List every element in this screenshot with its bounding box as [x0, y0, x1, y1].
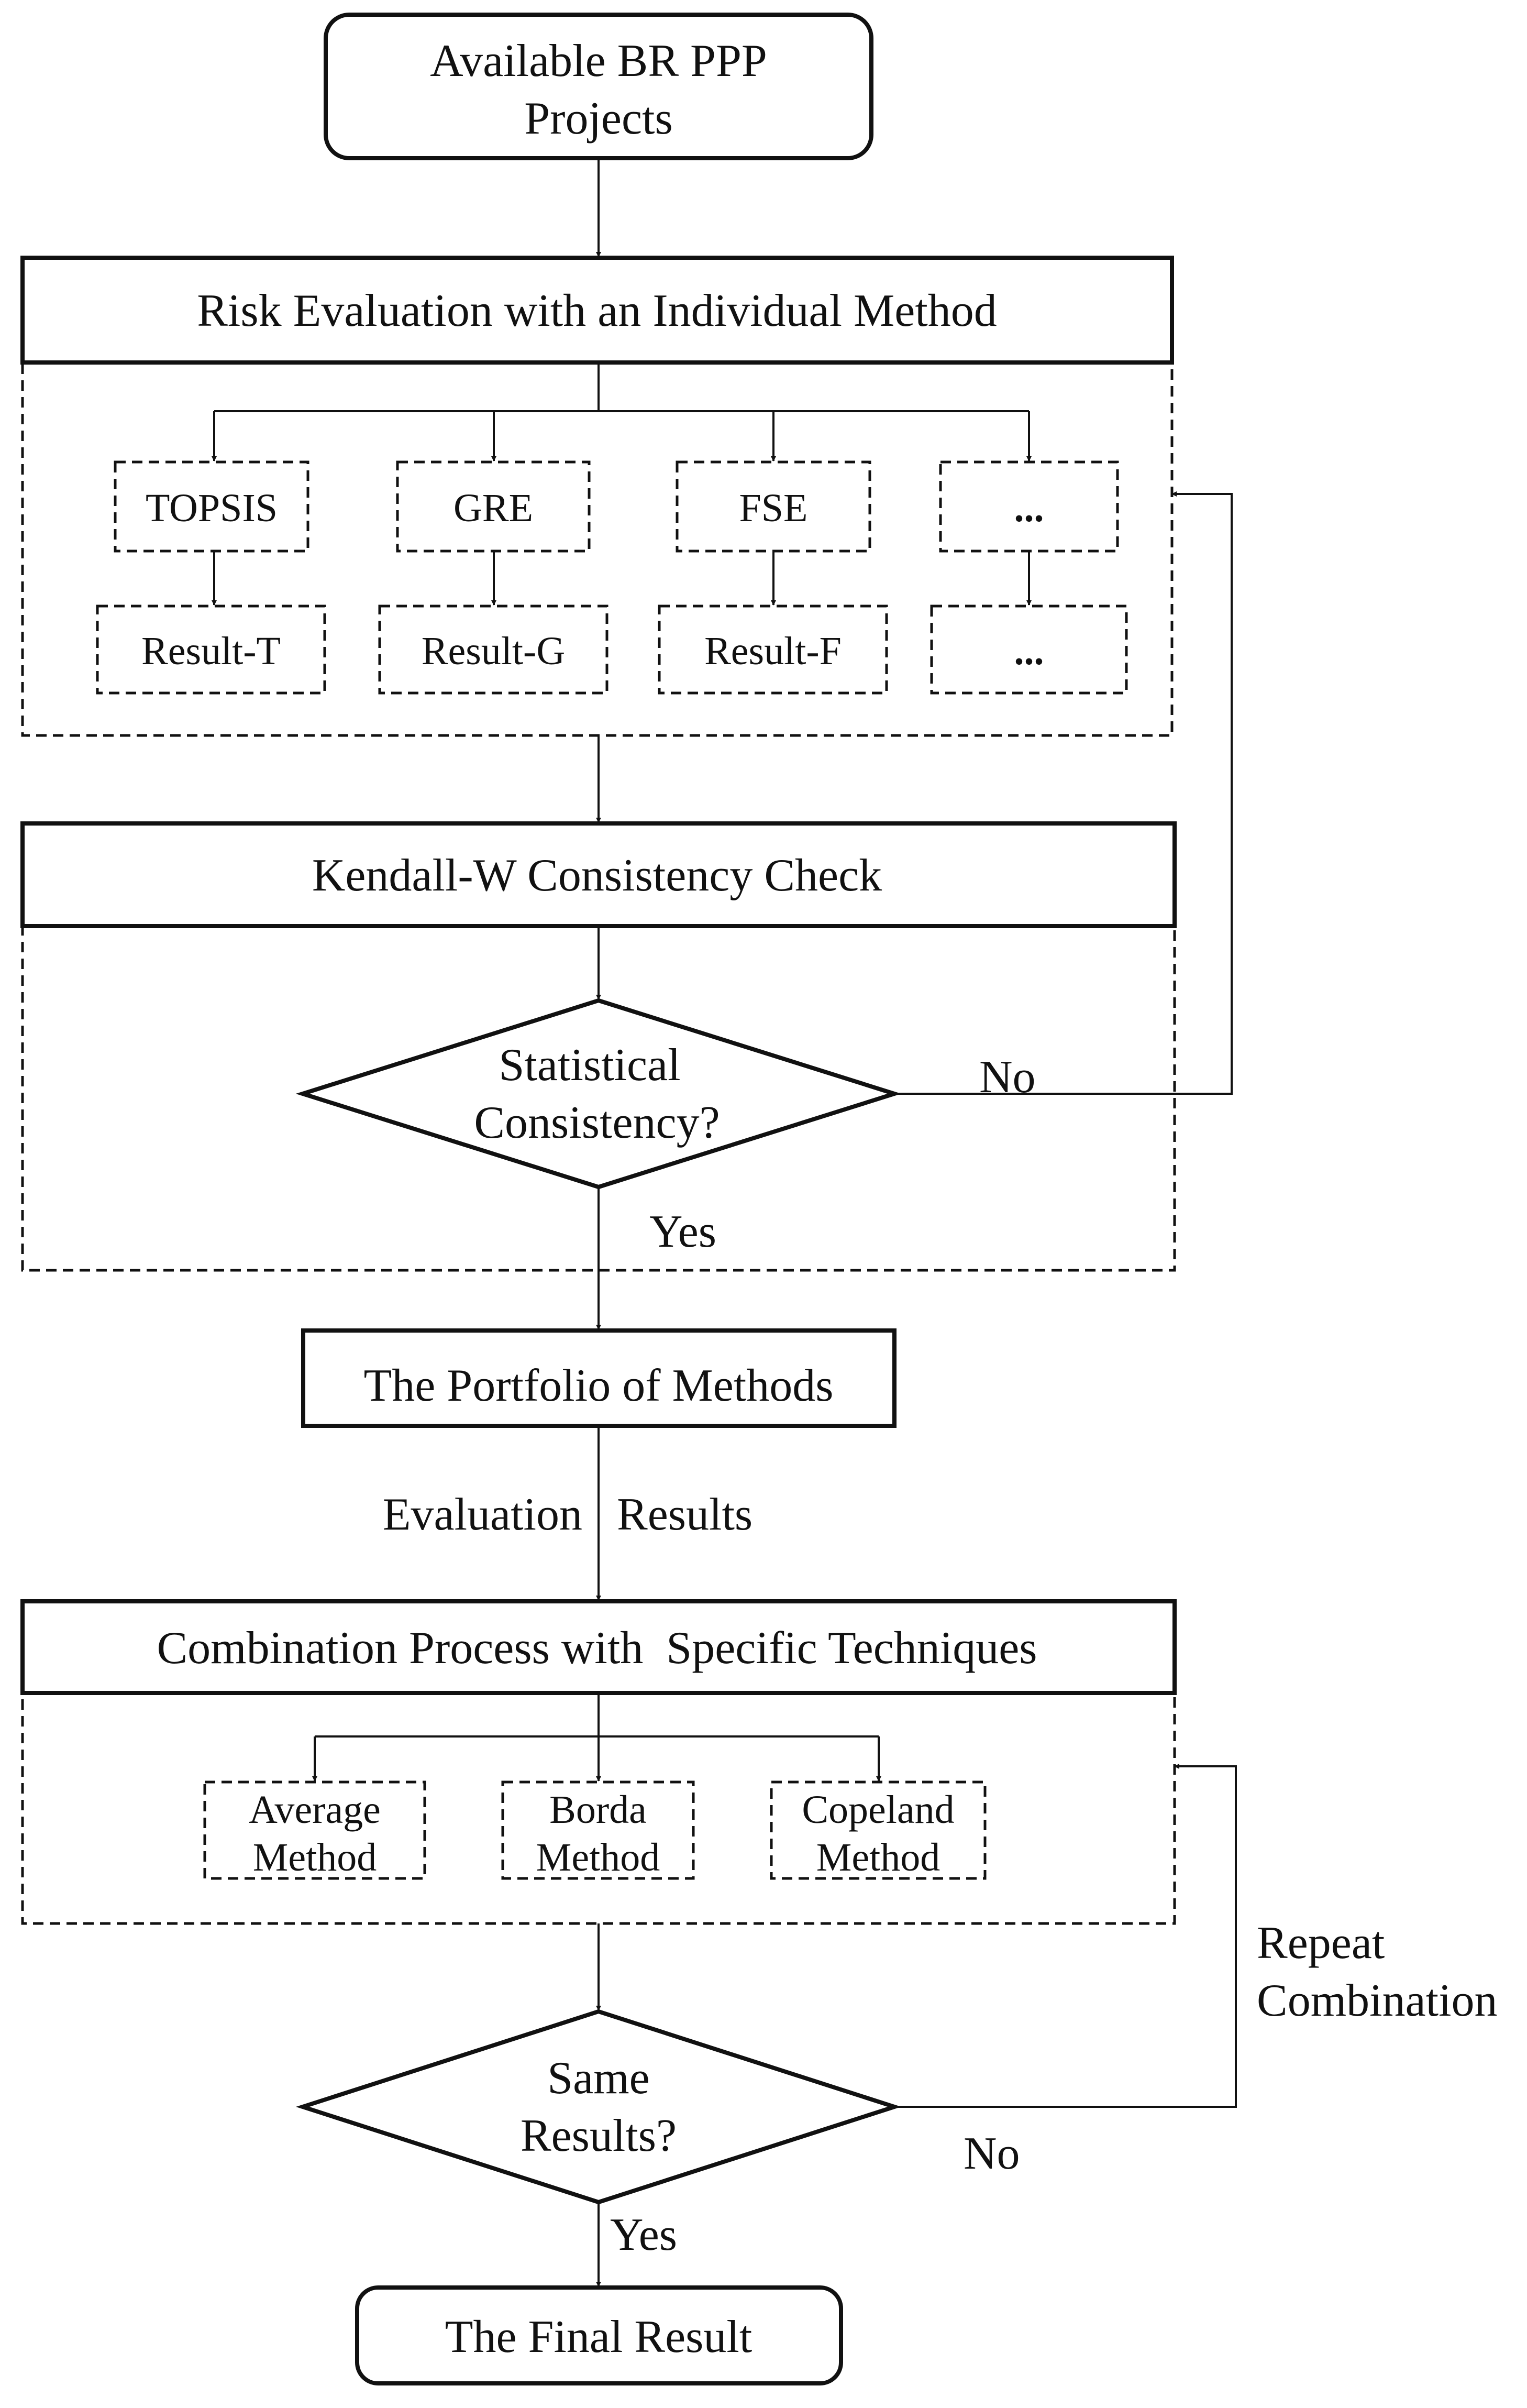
result-f: Result-F — [658, 604, 888, 695]
technique-borda-line-2: Method — [536, 1835, 660, 1879]
start-node-line-2: Projects — [524, 93, 673, 144]
risk-evaluation-box — [20, 256, 1174, 365]
technique-average-line-1: Average — [249, 1788, 381, 1832]
label-no-same: No — [964, 2128, 1020, 2179]
method-gre: GRE — [396, 460, 591, 553]
result-other: ... — [930, 604, 1128, 695]
method-other: ... — [939, 460, 1119, 553]
technique-borda-line-1: Borda — [549, 1788, 647, 1832]
start-node-line-1: Available BR PPP — [430, 36, 767, 86]
risk-evaluation-title: Risk Evaluation with an Individual Metho… — [197, 285, 997, 336]
label-evaluation: Evaluation — [383, 1489, 582, 1540]
label-repeat-line-1: Repeat — [1257, 1918, 1385, 1969]
method-gre-label: GRE — [453, 486, 533, 530]
decision-statistical-consistency: Statistical Consistency? — [295, 998, 902, 1190]
combination-box — [20, 1599, 1177, 1695]
method-topsis: TOPSIS — [114, 460, 309, 553]
decision-same-line-2: Results? — [521, 2110, 677, 2161]
kendall-box — [20, 821, 1177, 928]
decision-same-results: Same Results? — [295, 2009, 902, 2205]
decision-consistency-line-2: Consistency? — [474, 1097, 720, 1148]
technique-average-line-2: Method — [253, 1835, 377, 1879]
method-fse: FSE — [676, 460, 871, 553]
arrow-no-loop-to-combination — [894, 1764, 1237, 2108]
technique-borda: Borda Method — [501, 1780, 695, 1880]
label-yes-consistency: Yes — [649, 1206, 716, 1257]
final-node: The Final Result — [355, 2285, 843, 2385]
combination-section: Combination Process with Specific Techni… — [20, 1599, 1177, 1925]
result-g-label: Result-G — [422, 629, 565, 673]
portfolio-node: The Portfolio of Methods — [301, 1328, 897, 1428]
label-yes-same: Yes — [610, 2209, 677, 2260]
label-no-consistency: No — [979, 1052, 1036, 1103]
portfolio-title: The Portfolio of Methods — [363, 1360, 833, 1411]
result-g: Result-G — [378, 604, 608, 695]
method-fse-label: FSE — [739, 486, 808, 530]
result-f-label: Result-F — [704, 629, 842, 673]
arrow-no-loop-to-risk — [894, 491, 1233, 1095]
decision-consistency-line-1: Statistical — [499, 1040, 680, 1091]
result-t: Result-T — [96, 604, 326, 695]
start-node: Available BR PPP Projects — [324, 13, 873, 160]
method-topsis-label: TOPSIS — [146, 486, 278, 530]
technique-copeland-line-1: Copeland — [802, 1788, 954, 1832]
result-t-label: Result-T — [141, 629, 281, 673]
technique-average: Average Method — [203, 1780, 426, 1880]
kendall-title: Kendall-W Consistency Check — [312, 850, 882, 901]
result-other-label: ... — [1014, 629, 1044, 673]
label-results: Results — [617, 1489, 753, 1540]
method-other-label: ... — [1014, 486, 1044, 530]
final-title: The Final Result — [445, 2312, 753, 2362]
label-repeat-line-2: Combination — [1257, 1975, 1498, 2026]
risk-evaluation-section: Risk Evaluation with an Individual Metho… — [20, 256, 1174, 737]
combination-title: Combination Process with Specific Techni… — [157, 1623, 1037, 1674]
technique-copeland: Copeland Method — [770, 1780, 987, 1880]
technique-copeland-line-2: Method — [816, 1835, 940, 1879]
kendall-section: Kendall-W Consistency Check Statistical … — [20, 821, 1177, 1272]
decision-same-line-1: Same — [547, 2053, 650, 2104]
